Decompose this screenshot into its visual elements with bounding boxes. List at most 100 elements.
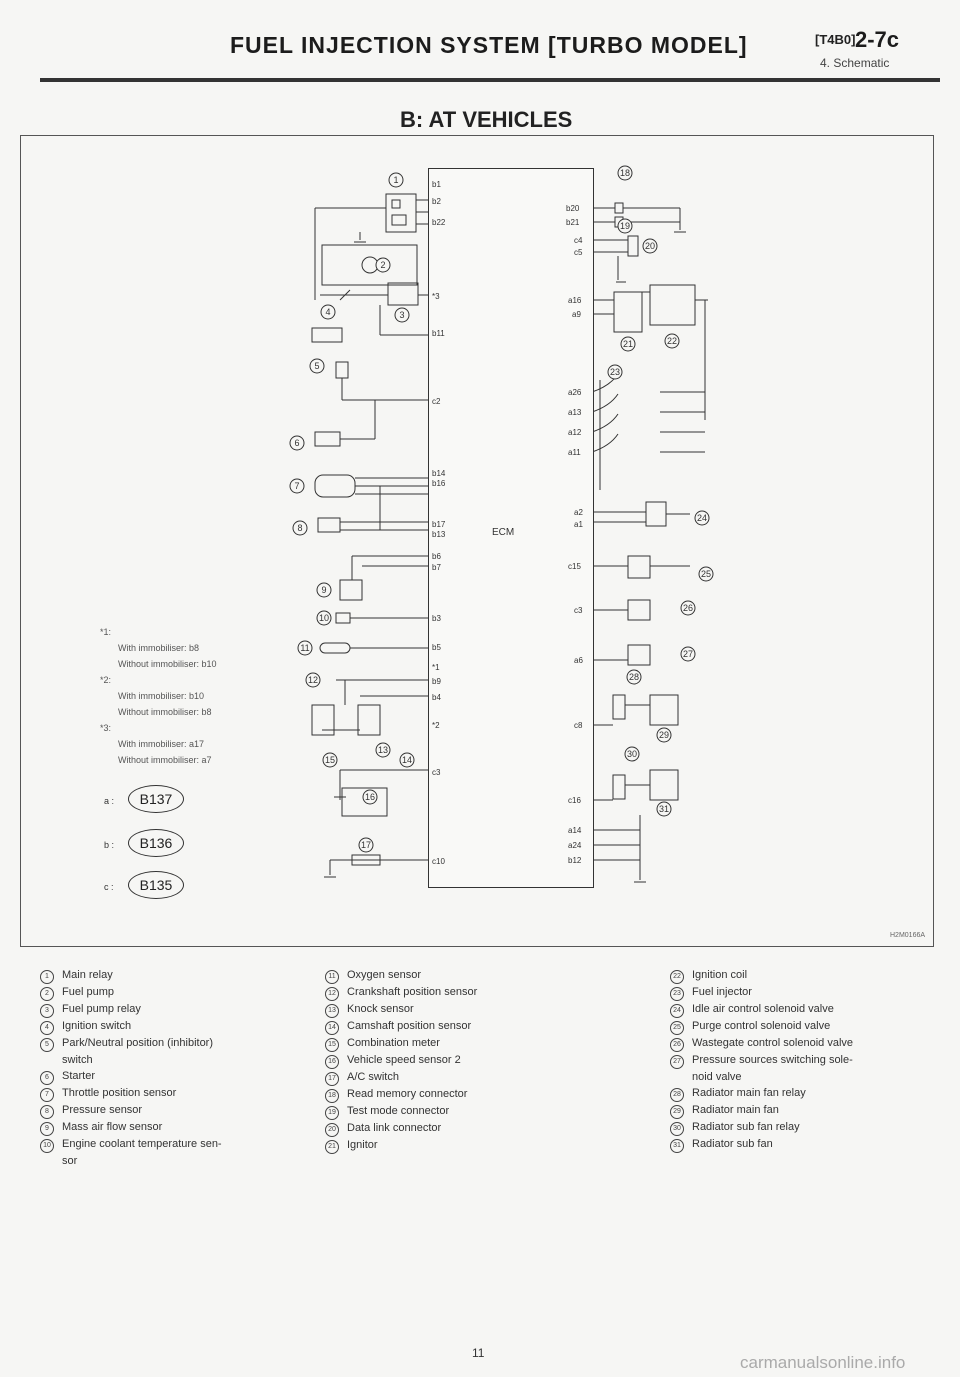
legend-number: 20 [325,1120,347,1137]
svg-text:16: 16 [365,792,375,802]
svg-text:12: 12 [308,675,318,685]
legend-text: Fuel pump relay [62,1003,141,1015]
note-line: *2: [100,675,112,685]
legend-number: 10 [40,1136,62,1153]
ecm-pin: b13 [432,530,446,539]
note-line: Without immobiliser: a7 [118,755,212,765]
svg-text:7: 7 [294,481,299,491]
note-line: Without immobiliser: b8 [118,707,212,717]
legend-text: Combination meter [347,1037,440,1049]
legend-number-badge: 17 [325,1072,339,1086]
legend-number: 2 [40,984,62,1001]
legend-number-badge: 18 [325,1089,339,1103]
ecm-pin: c16 [568,796,581,805]
legend-text: Knock sensor [347,1003,414,1015]
svg-text:9: 9 [321,585,326,595]
legend-number: 1 [40,967,62,984]
legend-number: 13 [325,1001,347,1018]
ecm-pin: b20 [566,204,580,213]
svg-text:22: 22 [667,336,677,346]
note-line: With immobiliser: b8 [118,643,200,653]
ecm-pin: a24 [568,841,582,850]
ecm-pin: *1 [432,663,440,672]
svg-text:4: 4 [325,307,330,317]
ecm-pin: b21 [566,218,580,227]
legend-item: sor [40,1153,315,1169]
svg-text:6: 6 [294,438,299,448]
ecm-pin: c2 [432,397,441,406]
legend-number-badge: 4 [40,1021,54,1035]
schematic-frame [20,135,934,947]
ecm-pin: a12 [568,428,582,437]
legend-text: Mass air flow sensor [62,1121,163,1133]
header-rule [40,78,940,82]
ecm-pin: b7 [432,563,441,572]
subsection-title: 4. Schematic [820,56,890,70]
legend-text: Oxygen sensor [347,969,421,981]
watermark: carmanualsonline.info [740,1353,906,1372]
ecm-pin: a6 [574,656,583,665]
note-line: Without immobiliser: b10 [118,659,217,669]
ecm-label: ECM [492,527,515,538]
section-number: 2-7c [855,27,900,52]
legend-text: Ignitor [347,1139,378,1151]
legend-text: switch [62,1054,93,1066]
legend-number-badge: 10 [40,1139,54,1153]
ecm-pin: c4 [574,236,583,245]
legend-number-badge: 7 [40,1088,54,1102]
legend-number: 31 [670,1136,692,1153]
svg-text:28: 28 [629,672,639,682]
page-number: 11 [472,1346,485,1360]
ecm-pin: c5 [574,248,583,257]
svg-text:31: 31 [659,804,669,814]
legend-number [670,1069,692,1085]
svg-text:19: 19 [620,221,630,231]
ecm-pin: a9 [572,310,581,319]
legend-number-badge: 27 [670,1055,684,1069]
legend-number: 5 [40,1035,62,1052]
ecm-pin: a13 [568,408,582,417]
legend-number: 6 [40,1068,62,1085]
connector-key: c : [104,882,114,892]
svg-text:10: 10 [319,613,329,623]
legend-text: Radiator main fan relay [692,1087,806,1099]
ecm-pin: b11 [432,329,445,338]
connector-label: B136 [128,829,184,857]
legend-text: Vehicle speed sensor 2 [347,1054,461,1066]
note-line: With immobiliser: b10 [118,691,205,701]
svg-text:5: 5 [314,361,319,371]
legend-number-badge: 30 [670,1122,684,1136]
legend-number: 22 [670,967,692,984]
legend-number: 8 [40,1102,62,1119]
page-title: FUEL INJECTION SYSTEM [TURBO MODEL] [230,32,748,58]
svg-text:30: 30 [627,749,637,759]
ecm-pin: c15 [568,562,581,571]
legend-text: Fuel injector [692,986,752,998]
ecm-box [428,168,594,888]
legend-number: 14 [325,1018,347,1035]
legend-number: 7 [40,1085,62,1102]
legend-number: 3 [40,1001,62,1018]
legend-text: Ignition switch [62,1020,132,1032]
ecm-pin: c10 [432,857,445,866]
legend-text: Pressure sources switching sole- [692,1054,853,1066]
svg-text:27: 27 [683,649,693,659]
legend-item: noid valve [670,1069,940,1085]
ecm-pin: b3 [432,614,441,623]
